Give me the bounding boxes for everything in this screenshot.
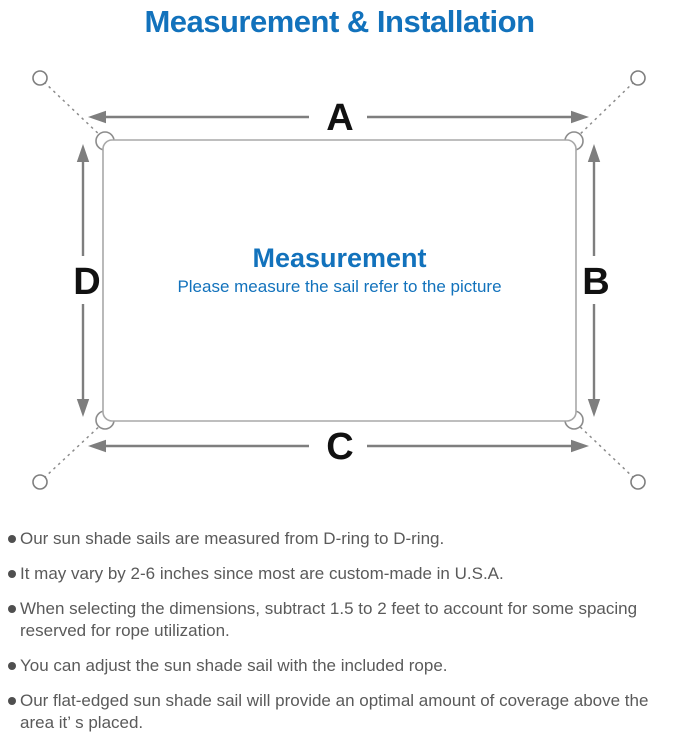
bullet-dot-icon [8,697,16,705]
rope-dashed-line-bottom-right [574,421,635,479]
bullet-dot-icon [8,570,16,578]
anchor-point-icon-top-right [630,70,646,86]
page-title: Measurement & Installation [144,4,535,39]
note-item: Our flat-edged sun shade sail will provi… [6,690,666,734]
bullet-dot-icon [8,662,16,670]
dimension-label-d: D [73,261,100,303]
measure-arrow-b [587,144,601,417]
anchor-point-icon-top-left [32,70,48,86]
note-item: It may vary by 2-6 inches since most are… [6,563,666,585]
rope-dashed-line-top-right [574,81,635,140]
bullet-dot-icon [8,535,16,543]
note-text: When selecting the dimensions, subtract … [20,599,638,640]
notes-list: Our sun shade sails are measured from D-… [6,528,666,747]
dimension-label-a: A [326,97,353,139]
rope-dashed-line-top-left [43,81,105,140]
diagram-center-subtitle: Please measure the sail refer to the pic… [177,277,502,296]
anchor-point-icon-bottom-right [630,474,646,490]
measure-arrow-d [76,144,90,417]
bullet-dot-icon [8,605,16,613]
diagram-center-text: Measurement Please measure the sail refe… [103,243,576,298]
note-text: You can adjust the sun shade sail with t… [20,656,448,675]
diagram-center-heading: Measurement [252,243,427,273]
note-item: Our sun shade sails are measured from D-… [6,528,666,550]
rope-dashed-line-bottom-left [43,421,105,479]
measure-arrow-c [88,439,589,453]
measurement-diagram: A B C D [32,70,646,490]
dimension-label-b: B [582,261,609,303]
sail-outline [102,139,577,422]
note-item: You can adjust the sun shade sail with t… [6,655,666,677]
note-item: When selecting the dimensions, subtract … [6,598,666,642]
note-text: It may vary by 2-6 inches since most are… [20,564,504,583]
anchor-point-icon-bottom-left [32,474,48,490]
note-text: Our flat-edged sun shade sail will provi… [20,691,649,732]
measure-arrow-a [88,110,589,124]
dimension-label-c: C [326,426,353,468]
note-text: Our sun shade sails are measured from D-… [20,529,445,548]
